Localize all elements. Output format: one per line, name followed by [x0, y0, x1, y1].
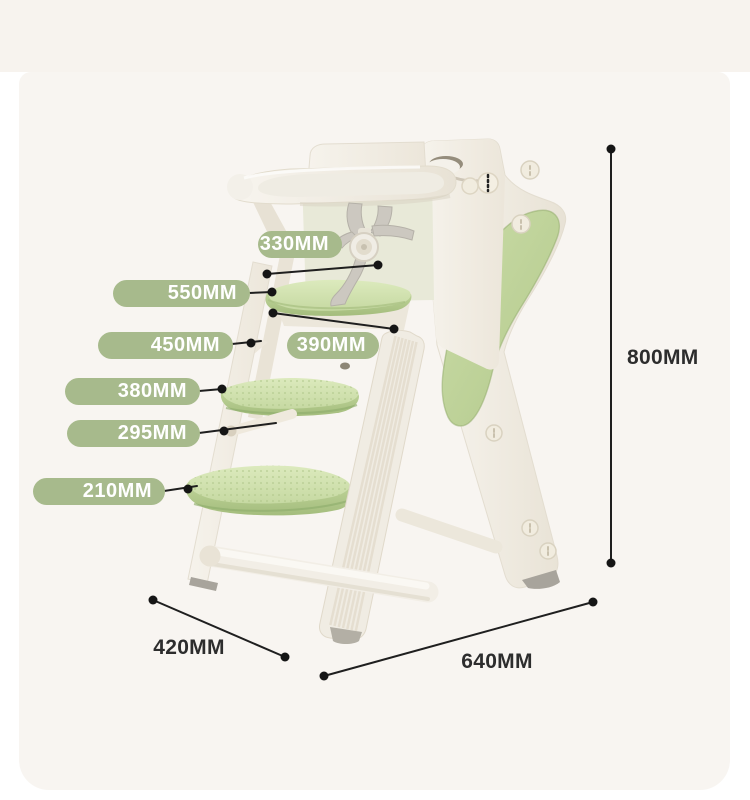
- dim-text-420mm: 420MM: [153, 636, 225, 659]
- dim-pill-295mm: 295MM: [67, 420, 200, 447]
- dim-pill-390mm: 390MM: [287, 332, 379, 359]
- top-section-band: [0, 0, 750, 72]
- dim-pill-380mm: 380MM: [65, 378, 200, 405]
- dim-pill-550mm: 550MM: [113, 280, 250, 307]
- dim-text-640mm: 640MM: [461, 650, 533, 673]
- dim-pill-330mm: 330MM: [258, 231, 342, 258]
- dim-text-800mm: 800MM: [627, 346, 699, 369]
- dim-pill-210mm: 210MM: [33, 478, 165, 505]
- dim-pill-450mm: 450MM: [98, 332, 233, 359]
